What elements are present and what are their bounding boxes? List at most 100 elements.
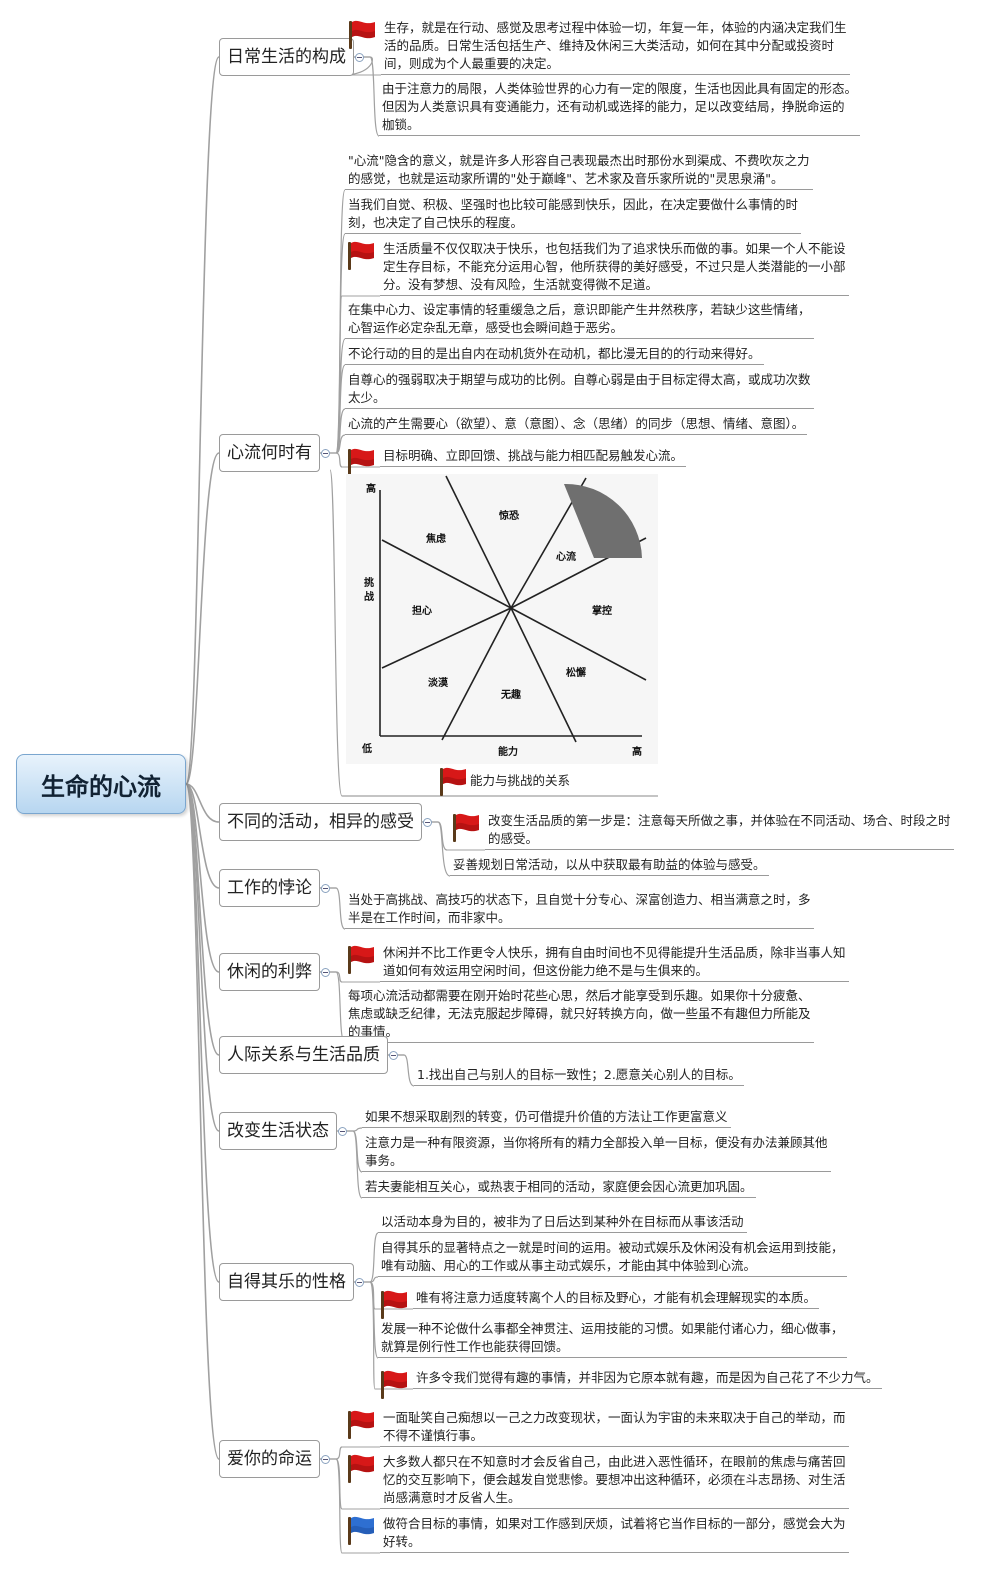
- note-activities-feelings-2: 妥善规划日常活动，以从中获取最有助益的体验与感受。: [450, 856, 769, 876]
- branch-leisure[interactable]: 休闲的利弊: [219, 953, 320, 991]
- note-line: 分。没有梦想、没有风险，生活就变得微不足道。: [383, 277, 659, 292]
- region-flow: 心流: [556, 550, 576, 563]
- note-change-life-1: 如果不想采取剧烈的转变，仍可借提升价值的方法让工作更富意义: [362, 1108, 731, 1128]
- note-line: 当处于高挑战、高技巧的状态下，且自觉十分专心、深富创造力、相当满意之时，多: [348, 892, 811, 907]
- note-when-flow-2: 当我们自觉、积极、坚强时也比较可能感到快乐，因此，在决定要做什么事情的时刻，也决…: [345, 196, 802, 234]
- note-line: 每项心流活动都需要在刚开始时花些心思，然后才能享受到乐趣。如果你十分疲惫、: [348, 988, 811, 1003]
- note-line: 唯有将注意力适度转离个人的目标及野心，才能有机会理解现实的本质。: [416, 1290, 817, 1305]
- note-love-fate-3: 做符合目标的事情，如果对工作感到厌烦，试着将它当作目标的一部分，感觉会大为好转。: [380, 1515, 849, 1553]
- note-love-fate-2: 大多数人都只在不知意时才会反省自己，由此进入恶性循环，在眼前的焦虑与痛苦回忆的交…: [380, 1453, 849, 1509]
- red-flag-icon: [381, 1370, 407, 1399]
- branch-daily-life[interactable]: 日常生活的构成: [219, 38, 354, 76]
- collapse-toggle[interactable]: [355, 1278, 364, 1287]
- note-work-paradox-1: 当处于高挑战、高技巧的状态下，且自觉十分专心、深富创造力、相当满意之时，多半是在…: [345, 891, 814, 929]
- note-line: 不得不谨慎行事。: [383, 1428, 484, 1443]
- red-flag-icon: [348, 448, 374, 477]
- branch-activities-feelings[interactable]: 不同的活动，相异的感受: [219, 803, 422, 841]
- note-daily-life-2: 由于注意力的局限，人类体验世界的心力有一定的限度，生活也因此具有固定的形态。但因…: [379, 80, 861, 136]
- y-axis-label-2: 战: [364, 590, 374, 603]
- note-line: 的感受。: [488, 831, 539, 846]
- note-line: 定生存目标，不能充分运用心智，他所获得的美好感受，不过只是人类潜能的一小部: [383, 259, 846, 274]
- collapse-toggle[interactable]: [338, 1127, 347, 1136]
- branch-autotelic[interactable]: 自得其乐的性格: [219, 1263, 354, 1301]
- branch-title: 工作的悖论: [227, 878, 312, 898]
- note-line: 心流的产生需要心（欲望）、意（意图）、念（思绪）的同步（思想、情绪、意图）。: [348, 416, 805, 431]
- flow-model-figure: 高 挑 战 低 能力 高 焦虑 惊恐 心流 担心 掌控 淡漠 无趣 松懈: [346, 474, 658, 764]
- note-line: 道如何有效运用空闲时间，但这份能力绝不是与生俱来的。: [383, 963, 709, 978]
- note-line: 自尊心的强弱取决于期望与成功的比例。自尊心弱是由于目标定得太高，或成功次数: [348, 372, 811, 387]
- note-relationships-1: 1.找出自己与别人的目标一致性；2.愿意关心别人的目标。: [414, 1066, 744, 1086]
- y-high-label: 高: [366, 482, 376, 495]
- red-flag-icon: [381, 1290, 407, 1319]
- note-line: 当我们自觉、积极、坚强时也比较可能感到快乐，因此，在决定要做什么事情的时: [348, 197, 799, 212]
- note-line: 的事情。: [348, 1024, 399, 1039]
- note-line: 生活质量不仅仅取决于快乐，也包括我们为了追求快乐而做的事。如果一个人不能设: [383, 241, 846, 256]
- note-line: 活的品质。日常生活包括生产、维持及休闲三大类活动，如何在其中分配或投资时: [384, 38, 835, 53]
- note-when-flow-8: 目标明确、立即回馈、挑战与能力相匹配易触发心流。: [380, 447, 687, 467]
- note-leisure-2: 每项心流活动都需要在刚开始时花些心思，然后才能享受到乐趣。如果你十分疲惫、焦虑或…: [345, 987, 814, 1043]
- note-line: 目标明确、立即回馈、挑战与能力相匹配易触发心流。: [383, 448, 684, 463]
- collapse-toggle[interactable]: [355, 53, 364, 62]
- x-axis-label: 能力: [498, 745, 518, 758]
- note-line: 枷锁。: [382, 117, 420, 132]
- note-line: 尚感满意时才反省人生。: [383, 1490, 521, 1505]
- sector-line-2: [510, 607, 577, 743]
- note-line: 由于注意力的局限，人类体验世界的心力有一定的限度，生活也因此具有固定的形态。: [382, 81, 858, 96]
- note-when-flow-1: "心流"隐含的意义，就是许多人形容自己表现最杰出时那份水到渠成、不费吹灰之力的感…: [345, 152, 813, 190]
- red-flag-icon: [348, 1410, 374, 1439]
- branch-change-life[interactable]: 改变生活状态: [219, 1112, 337, 1150]
- note-when-flow-6: 自尊心的强弱取决于期望与成功的比例。自尊心弱是由于目标定得太高，或成功次数太少。: [345, 371, 814, 409]
- note-line: 刻，也决定了自己快乐的程度。: [348, 215, 524, 230]
- note-when-flow-4: 在集中心力、设定事情的轻重缓急之后，意识即能产生井然秩序，若缺少这些情绪，心智运…: [345, 301, 814, 339]
- flow-diagram: 高 挑 战 低 能力 高 焦虑 惊恐 心流 担心 掌控 淡漠 无趣 松懈: [361, 475, 647, 758]
- note-change-life-3: 若夫妻能相互关心，或热衷于相同的活动，家庭便会因心流更加巩固。: [362, 1178, 756, 1198]
- note-line: 忆的交互影响下，便会越发自觉悲惨。要想冲出这种循环，必须在斗志昂扬、对生活: [383, 1472, 846, 1487]
- branch-title: 不同的活动，相异的感受: [227, 812, 414, 832]
- region-worry: 担心: [412, 604, 432, 617]
- root-topic[interactable]: 生命的心流: [16, 754, 186, 814]
- collapse-toggle[interactable]: [321, 449, 330, 458]
- note-line: 但因为人类意识具有变通能力，还有动机或选择的能力，足以改变结局，挣脱命运的: [382, 99, 845, 114]
- branch-title: 爱你的命运: [227, 1449, 312, 1469]
- note-line: 做符合目标的事情，如果对工作感到厌烦，试着将它当作目标的一部分，感觉会大为: [383, 1516, 846, 1531]
- note-when-flow-3: 生活质量不仅仅取决于快乐，也包括我们为了追求快乐而做的事。如果一个人不能设定生存…: [380, 240, 849, 296]
- note-line: 妥善规划日常活动，以从中获取最有助益的体验与感受。: [453, 857, 766, 872]
- note-line: 半是在工作时间，而非家中。: [348, 910, 511, 925]
- red-flag-icon: [349, 20, 375, 49]
- collapse-toggle[interactable]: [321, 1455, 330, 1464]
- collapse-toggle[interactable]: [423, 818, 432, 827]
- red-flag-icon: [440, 767, 466, 796]
- branch-title: 人际关系与生活品质: [227, 1045, 380, 1065]
- note-line: 许多令我们觉得有趣的事情，并非因为它原本就有趣，而是因为自己花了不少力气。: [416, 1370, 879, 1385]
- note-line: 发展一种不论做什么事都全神贯注、运用技能的习惯。如果能付诸心力，细心做事，: [381, 1321, 844, 1336]
- branch-when-flow[interactable]: 心流何时有: [219, 434, 320, 472]
- note-line: 间，则成为个人最重要的决定。: [384, 56, 560, 71]
- branch-love-fate[interactable]: 爱你的命运: [219, 1440, 320, 1478]
- note-line: 若夫妻能相互关心，或热衷于相同的活动，家庭便会因心流更加巩固。: [365, 1179, 753, 1194]
- collapse-toggle[interactable]: [321, 968, 330, 977]
- branch-title: 日常生活的构成: [227, 47, 346, 67]
- note-line: 事务。: [365, 1153, 403, 1168]
- note-line: 如果不想采取剧烈的转变，仍可借提升价值的方法让工作更富意义: [365, 1109, 728, 1124]
- sector-line-6: [510, 607, 647, 681]
- note-line: 生存，就是在行动、感觉及思考过程中体验一切，年复一年，体验的内涵决定我们生: [384, 20, 847, 35]
- region-panic: 惊恐: [499, 509, 519, 522]
- note-when-flow-5: 不论行动的目的是出自内在动机货外在动机，都比漫无目的的行动来得好。: [345, 345, 764, 365]
- sector-line-1: [445, 475, 512, 609]
- region-apathy: 淡漠: [428, 676, 449, 689]
- note-line: 好转。: [383, 1534, 421, 1549]
- x-high-label: 高: [632, 745, 642, 758]
- note-line: 注意力是一种有限资源，当你将所有的精力全部投入单一目标，便没有办法兼顾其他: [365, 1135, 828, 1150]
- branch-work-paradox[interactable]: 工作的悖论: [219, 869, 320, 907]
- collapse-toggle[interactable]: [321, 884, 330, 893]
- sector-line-5: [381, 539, 512, 609]
- note-line: 改变生活品质的第一步是：注意每天所做之事，并体验在不同活动、场合、时段之时: [488, 813, 951, 828]
- region-boredom: 无趣: [500, 688, 522, 701]
- branch-title: 改变生活状态: [227, 1121, 329, 1141]
- y-axis-label-1: 挑: [364, 576, 374, 589]
- collapse-toggle[interactable]: [389, 1051, 398, 1060]
- note-line: "心流"隐含的意义，就是许多人形容自己表现最杰出时那份水到渠成、不费吹灰之力: [348, 153, 810, 168]
- note-line: 休闲并不比工作更令人快乐，拥有自由时间也不见得能提升生活品质，除非当事人知: [383, 945, 846, 960]
- red-flag-icon: [348, 241, 374, 270]
- branch-relationships[interactable]: 人际关系与生活品质: [219, 1036, 388, 1074]
